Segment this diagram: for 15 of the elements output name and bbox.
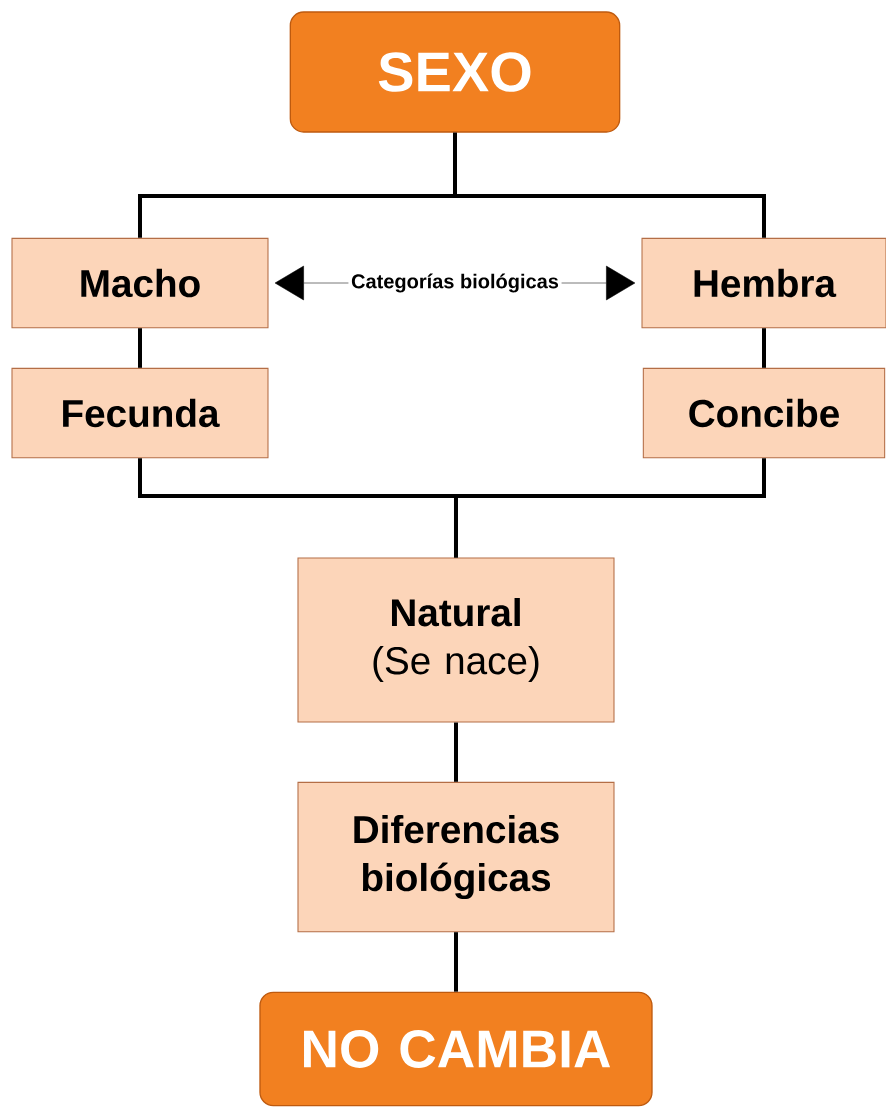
edge-label: Categorías biológicas <box>348 270 562 296</box>
process-box: Macho <box>11 237 269 329</box>
connector-line <box>762 328 766 368</box>
process-box: Hembra <box>641 237 886 329</box>
connector-line <box>138 328 142 368</box>
process-box: Natural (Se nace) <box>297 557 615 723</box>
connector-line <box>454 932 458 992</box>
process-box: Concibe <box>642 367 886 459</box>
connector-line <box>454 722 458 782</box>
title-box: NO CAMBIA <box>259 991 653 1107</box>
title-box: SEXO <box>289 11 621 133</box>
connector-line <box>454 458 766 558</box>
process-box: Diferencias biológicas <box>297 781 615 933</box>
connector-line <box>453 132 766 238</box>
process-box: Fecunda <box>11 367 269 459</box>
